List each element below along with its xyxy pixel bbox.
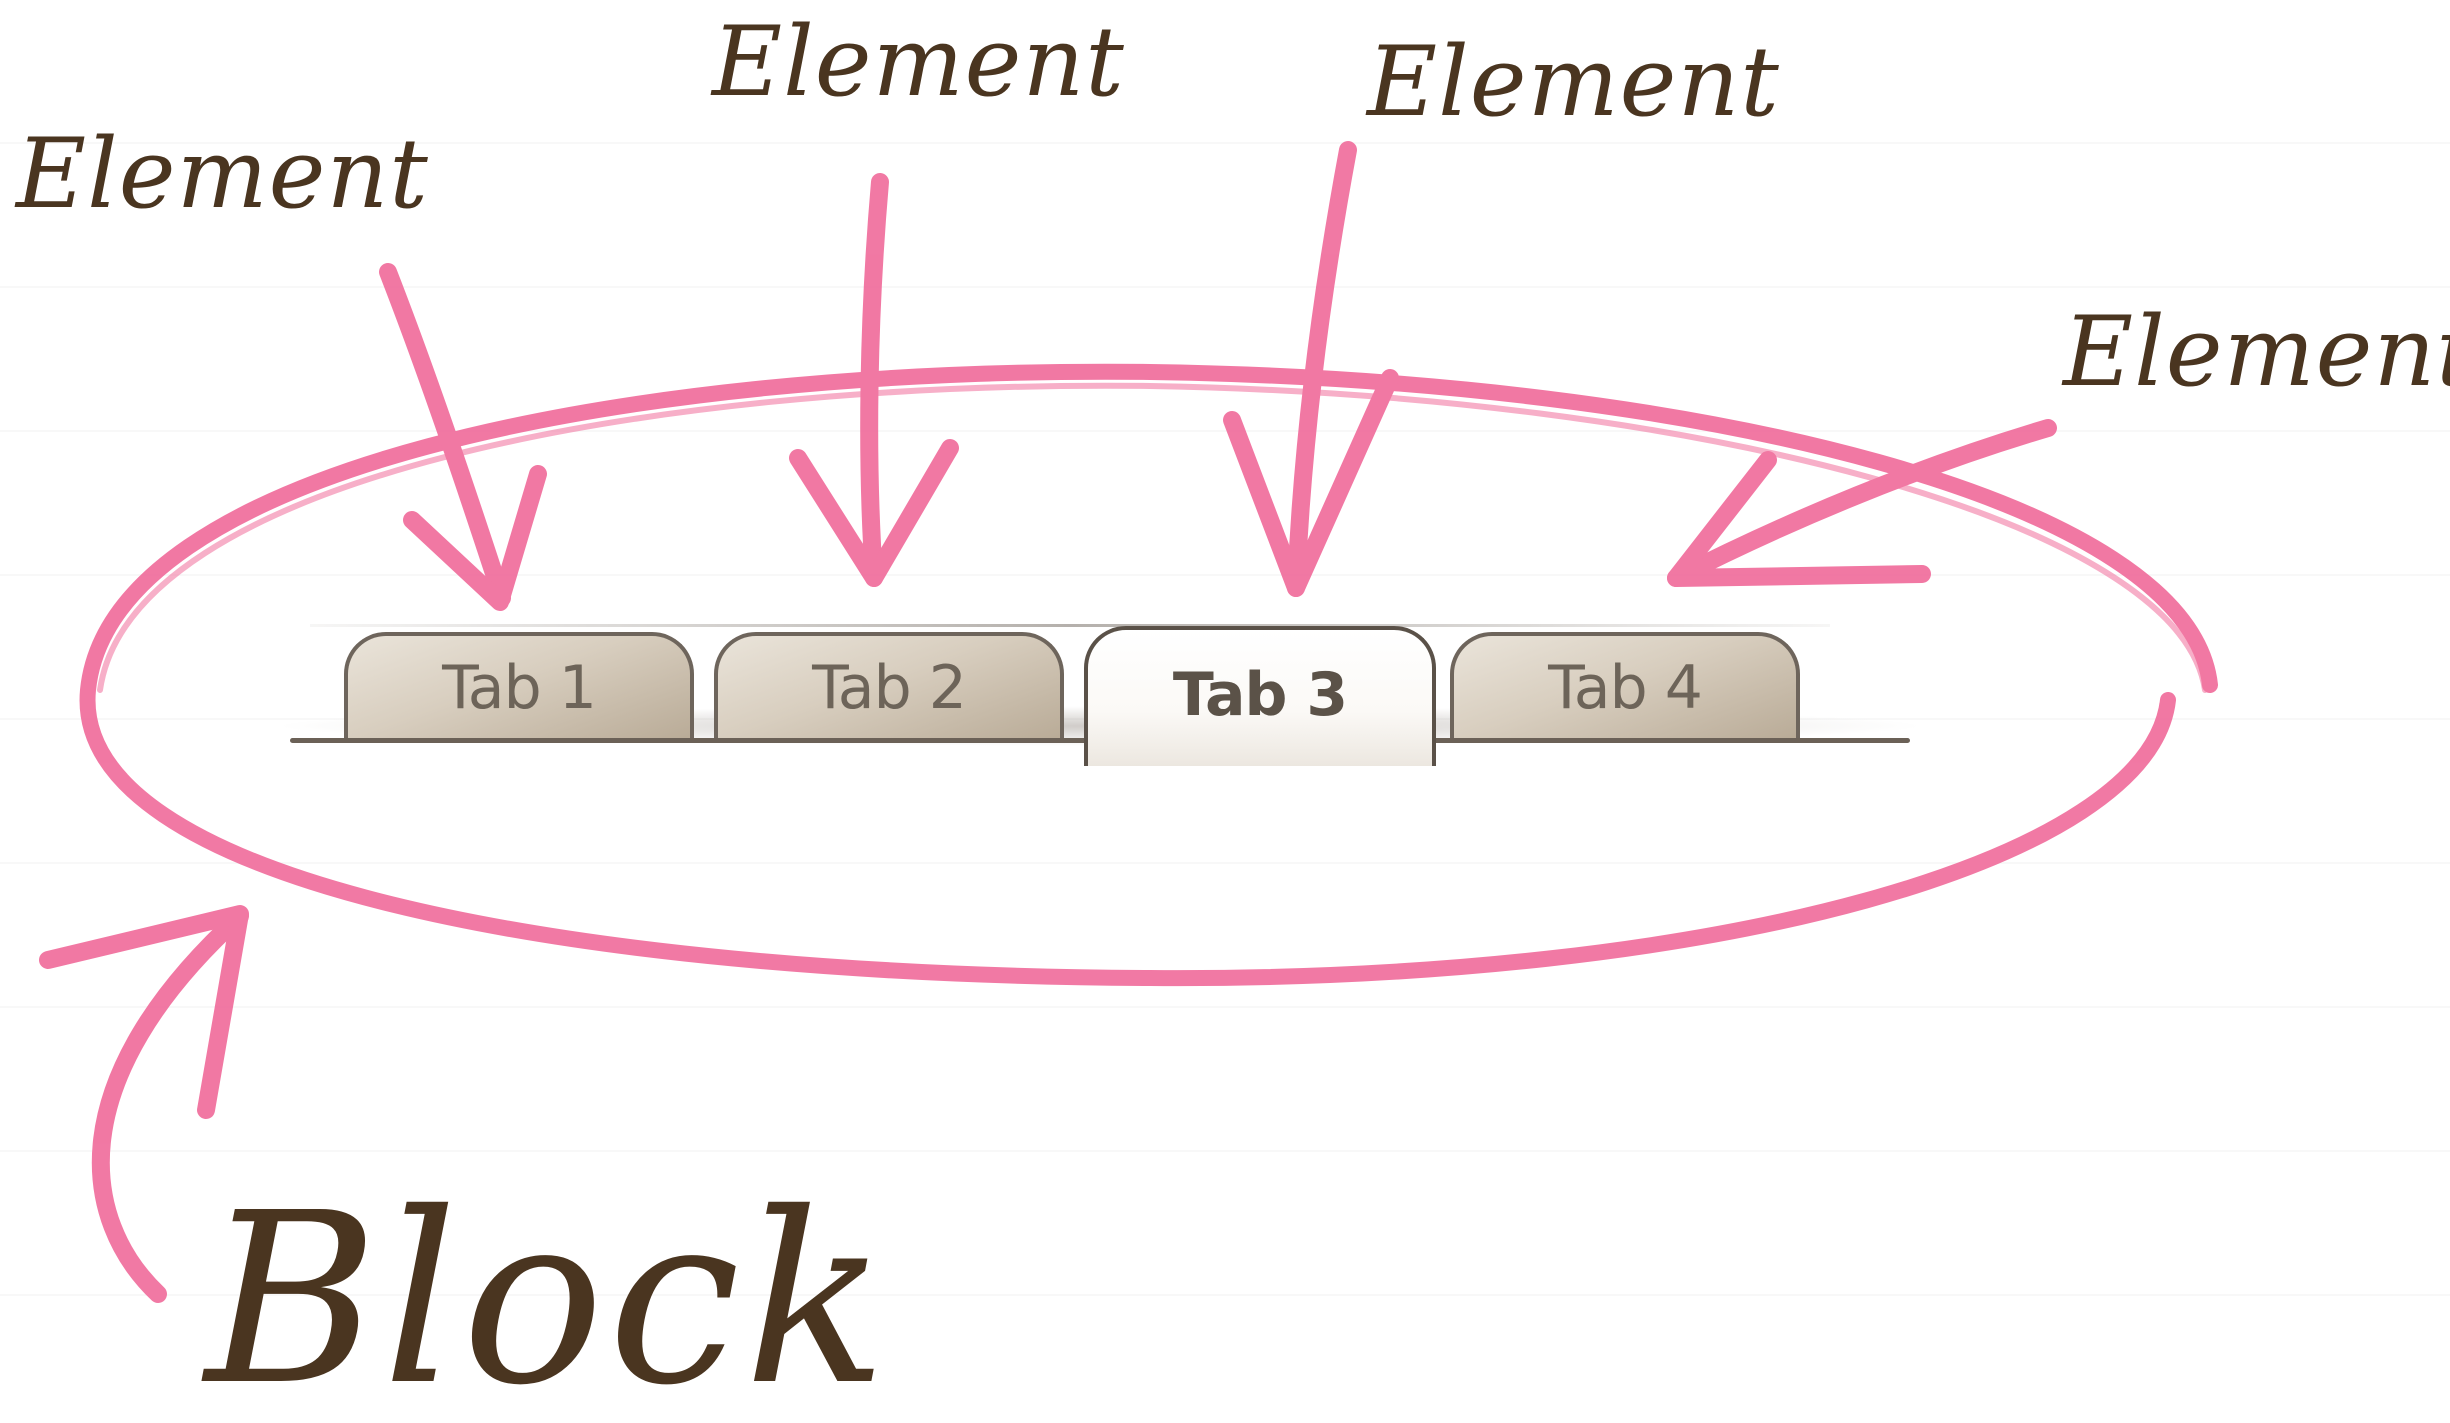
block-label: Block xyxy=(205,1162,892,1423)
tab-1[interactable]: Tab 1 xyxy=(344,632,694,740)
tab-strip-top-line xyxy=(310,624,1830,627)
tab-3-label: Tab 3 xyxy=(1172,660,1348,730)
tab-1-label: Tab 1 xyxy=(442,653,597,723)
element-label-4: Element xyxy=(2063,296,2450,408)
tab-4-label: Tab 4 xyxy=(1548,653,1703,723)
element-label-1: Element xyxy=(16,118,429,230)
element-label-3: Element xyxy=(1367,26,1780,138)
tab-4[interactable]: Tab 4 xyxy=(1450,632,1800,740)
tab-3-active[interactable]: Tab 3 xyxy=(1084,626,1436,766)
element-label-2: Element xyxy=(712,6,1125,118)
tab-2[interactable]: Tab 2 xyxy=(714,632,1064,740)
tab-2-label: Tab 2 xyxy=(812,653,967,723)
